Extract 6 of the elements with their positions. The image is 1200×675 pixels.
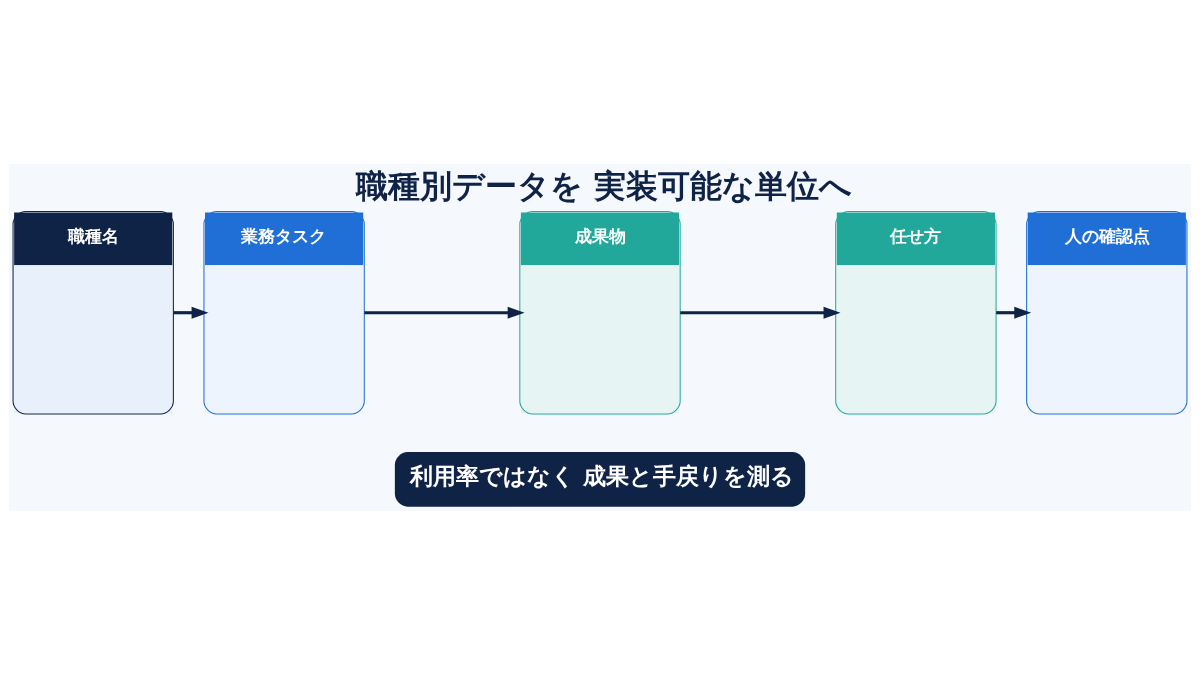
label: 利用率ではなく 成果と手戻りを測る bbox=[410, 462, 795, 490]
arrow bbox=[364, 306, 525, 319]
arrow bbox=[996, 306, 1032, 319]
diagram-title: 職種別データを 実装可能な単位へ bbox=[355, 167, 852, 204]
arrow bbox=[680, 306, 841, 319]
arrow bbox=[173, 306, 209, 319]
